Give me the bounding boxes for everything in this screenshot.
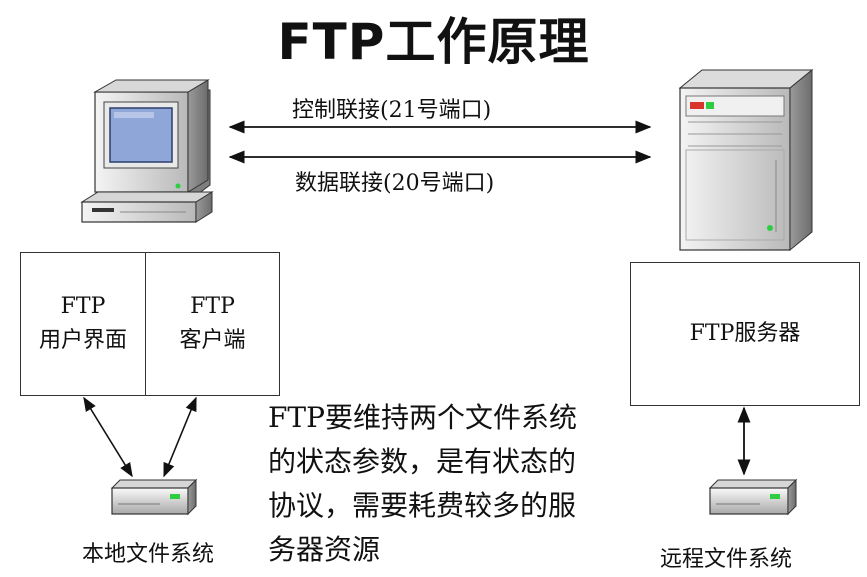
server-tower-icon <box>678 68 814 252</box>
ftp-server-box: FTP服务器 <box>630 262 860 406</box>
client-box: FTP 用户界面 FTP 客户端 <box>20 252 280 396</box>
ui-label-line1: FTP <box>60 294 106 319</box>
note-line: 的状态参数，是有状态的 <box>268 445 577 478</box>
ui-to-local-fs-arrow <box>83 396 133 478</box>
client-computer-icon <box>80 79 214 223</box>
local-disk-drive-icon <box>110 478 198 516</box>
local-fs-caption: 本地文件系统 <box>82 542 215 567</box>
note-line: 协议，需要耗费较多的服 <box>268 489 577 522</box>
client-to-local-fs-arrow <box>163 396 197 478</box>
diagram-title: FTP工作原理 <box>277 13 590 71</box>
ftp-server-label: FTP服务器 <box>689 321 801 346</box>
ftp-note: FTP要维持两个文件系统 的状态参数，是有状态的 协议，需要耗费较多的服 务器资… <box>268 396 577 572</box>
client-label-line1: FTP <box>190 294 235 319</box>
data-connection-label: 数据联接(20号端口) <box>295 171 495 196</box>
remote-fs-caption: 远程文件系统 <box>660 547 793 572</box>
note-line: 务器资源 <box>268 533 381 566</box>
control-connection-label: 控制联接(21号端口) <box>292 98 492 123</box>
ui-label-line2: 用户界面 <box>38 328 127 353</box>
ftp-user-interface-cell: FTP 用户界面 <box>21 253 146 395</box>
note-line: FTP要维持两个文件系统 <box>268 401 577 434</box>
client-label-line2: 客户端 <box>179 328 246 353</box>
remote-disk-drive-icon <box>708 478 798 516</box>
ftp-client-cell: FTP 客户端 <box>146 253 279 395</box>
